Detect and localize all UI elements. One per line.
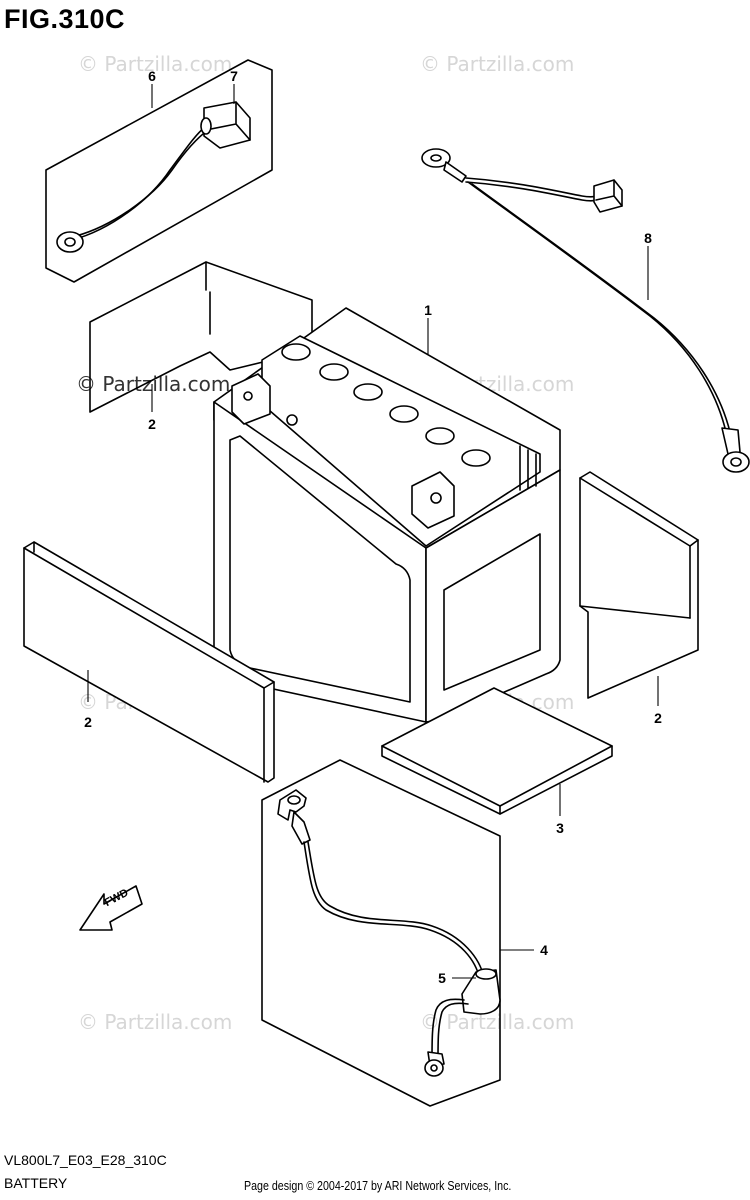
fwd-arrow <box>79 885 143 931</box>
callout-3[interactable]: 3 <box>556 820 564 836</box>
pad-2-left <box>23 541 275 783</box>
cable-panel-6-7 <box>45 59 273 283</box>
page-credit: Page design © 2004-2017 by ARI Network S… <box>244 1178 512 1193</box>
callout-5[interactable]: 5 <box>438 970 446 986</box>
watermark: © Partzilla.com <box>420 1010 575 1034</box>
model-code: VL800L7_E03_E28_310C <box>4 1152 167 1168</box>
callout-2-upper[interactable]: 2 <box>148 416 156 432</box>
pad-2-right <box>579 471 699 706</box>
cable-panel-4-5 <box>261 759 534 1107</box>
pad-2-upper <box>89 261 313 413</box>
watermark: © Partzilla.com <box>78 52 233 76</box>
battery-1 <box>213 307 561 723</box>
callout-6[interactable]: 6 <box>148 68 156 84</box>
callout-8[interactable]: 8 <box>644 230 652 246</box>
callout-2-right[interactable]: 2 <box>654 710 662 726</box>
figure-title: FIG.310C <box>4 4 126 34</box>
callout-2-left[interactable]: 2 <box>84 714 92 730</box>
callout-7[interactable]: 7 <box>230 68 238 84</box>
watermark: © Partzilla.com <box>420 52 575 76</box>
callout-4[interactable]: 4 <box>540 942 548 958</box>
section-name: BATTERY <box>4 1175 68 1191</box>
watermark: © Partzilla.com <box>78 1010 233 1034</box>
watermark: © Partzilla.com <box>76 372 231 396</box>
cable-8 <box>421 148 750 473</box>
plate-3 <box>381 687 613 816</box>
callout-1[interactable]: 1 <box>424 302 432 318</box>
